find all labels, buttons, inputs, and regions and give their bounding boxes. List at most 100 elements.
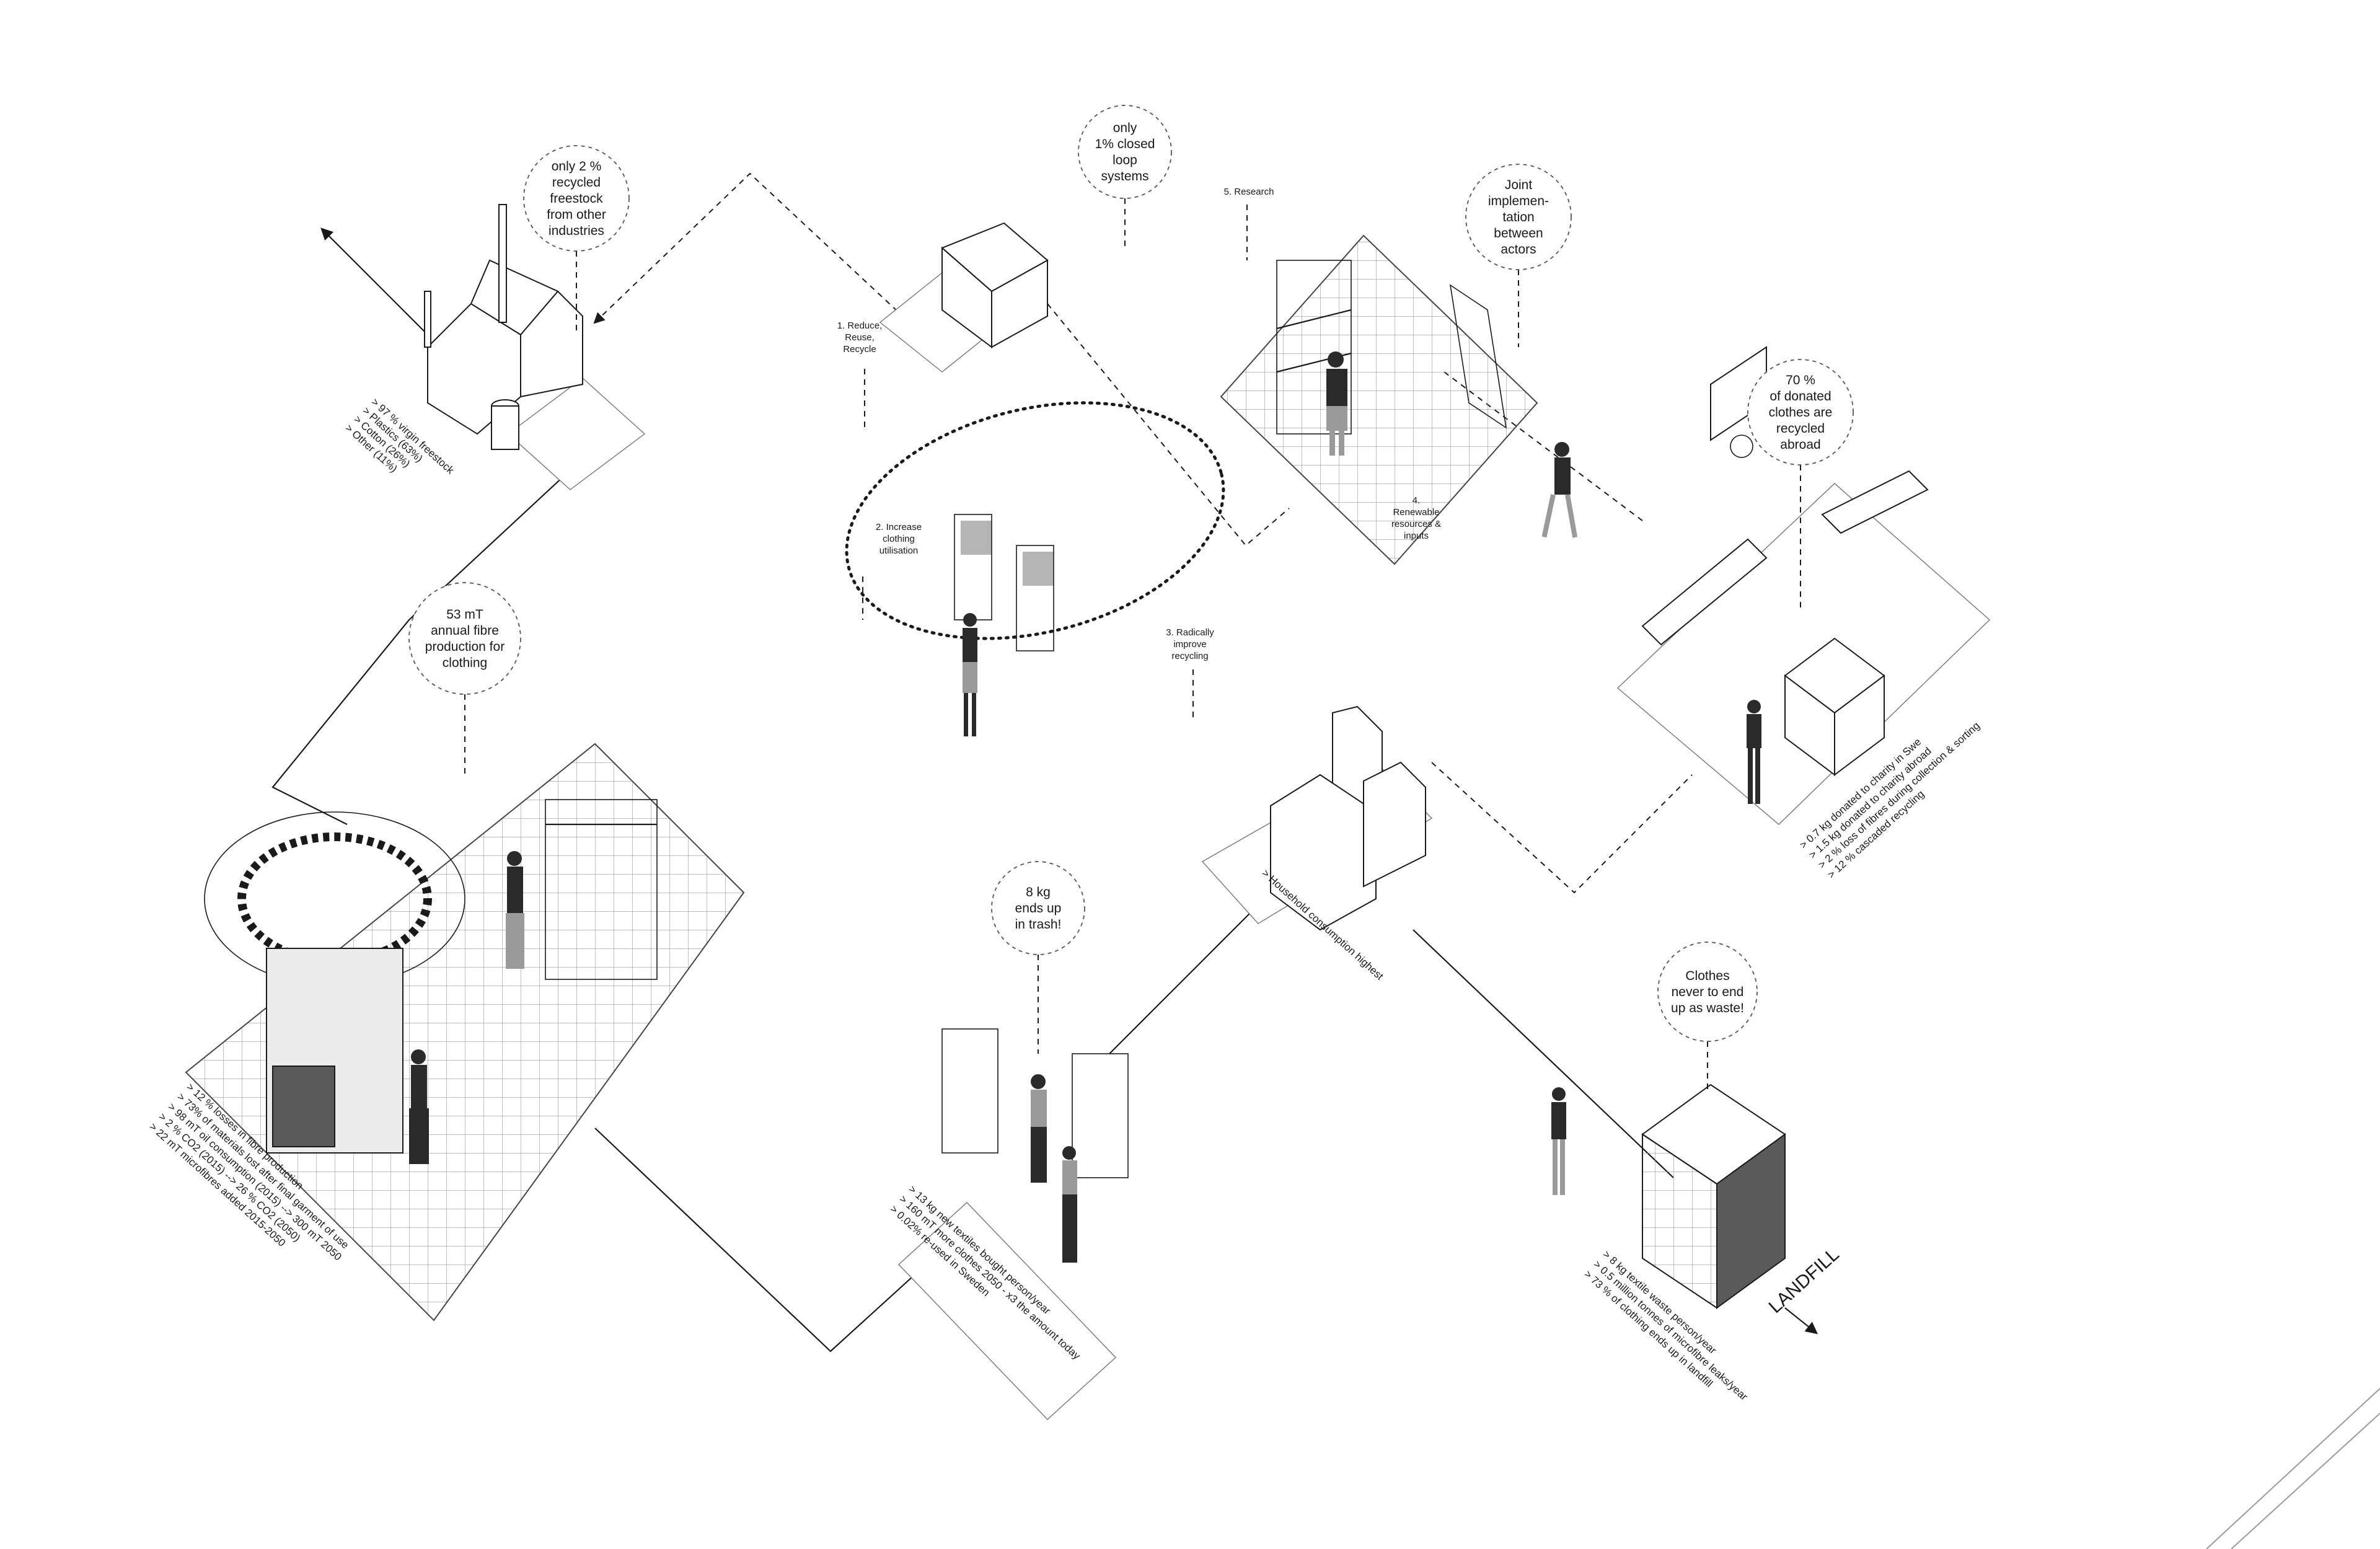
bubble-closed-loop: only 1% closed loop systems: [1078, 105, 1172, 248]
step-text-line: 5. Research: [1224, 187, 1274, 197]
bubble-circle: [991, 861, 1085, 955]
bubble-circle: [1747, 359, 1854, 466]
donation-area: [1641, 346, 1929, 804]
loom-frame: [1276, 260, 1352, 435]
step-reduce: 1. Reduce,Reuse,Recycle: [837, 320, 883, 355]
step-text-line: resources &: [1391, 519, 1441, 529]
bubble-text-line: only 2 %: [552, 159, 602, 174]
bubble-text-line: annual fibre: [431, 624, 499, 638]
bubble-text-line: abroad: [1780, 438, 1820, 452]
circular-economy-loop: [845, 401, 1225, 640]
step-text-line: 1. Reduce,: [837, 320, 883, 331]
bubble-text-line: actors: [1501, 242, 1536, 257]
bubble-text-line: clothes are: [1769, 405, 1833, 420]
step-text-line: clothing: [883, 534, 915, 544]
bubble-text-line: systems: [1101, 169, 1148, 183]
bubble-never-waste: Clothes never to end up as waste!: [1657, 942, 1758, 1091]
factory-chimney: [498, 204, 507, 323]
retail-platform: [897, 1202, 1117, 1420]
bubble-text-line: tation: [1502, 210, 1534, 224]
bubble-recycled-freestock: only 2 %recycled freestock from other indus…: [523, 145, 630, 335]
sorting-table-2: [1821, 470, 1929, 534]
factory-silo-body: [491, 405, 519, 450]
fibre-to-retail-line: [594, 1128, 967, 1353]
retail-area: [941, 1028, 1129, 1263]
landfill-arrow: [1784, 1307, 1818, 1335]
factory-to-fibre-line: [271, 458, 583, 825]
landfill-container: LANDFILL: [1551, 1083, 1843, 1317]
retail-rack-2: [1072, 1053, 1129, 1178]
bubble-text-line: Joint: [1505, 178, 1533, 192]
factory-export-arrow: [320, 227, 428, 335]
bubble-text-line: only: [1113, 121, 1137, 135]
person-weaver: [1326, 351, 1347, 456]
bubble-circle: [1465, 164, 1572, 270]
bubble-circle: [523, 145, 630, 252]
person-landfill: [1551, 1087, 1566, 1195]
landfill-right: [1716, 1133, 1786, 1309]
step-text-line: recycling: [1171, 651, 1208, 661]
fibre-knitting-machine: [204, 799, 658, 1164]
bubble-circle: [1657, 942, 1758, 1042]
bubble-text-line: between: [1494, 226, 1543, 241]
step-text-line: inputs: [1404, 531, 1429, 541]
bubble-text-line: up as waste!: [1671, 1001, 1744, 1015]
bubble-text-line: never to end: [1672, 985, 1744, 999]
donation-platform: [1616, 483, 1991, 825]
step-text-line: 4.: [1413, 495, 1421, 506]
bubble-text-line: clothing: [443, 656, 487, 670]
bubble-text-line: in trash!: [1015, 917, 1062, 932]
bubble-circle: [408, 582, 521, 695]
loop-to-weaving-dashed: [1047, 303, 1290, 547]
bubble-text-line: loop: [1113, 153, 1137, 167]
factory-platform: [507, 377, 646, 490]
step-text-line: Reuse,: [845, 332, 875, 343]
step-research: 5. Research: [1224, 187, 1274, 197]
bubble-text-line: recycled: [1776, 421, 1825, 436]
bubble-text-line: 1% closed: [1095, 137, 1155, 151]
person-fibre-1: [506, 851, 524, 969]
loom-rack: [1449, 284, 1507, 429]
person-fibre-2: [409, 1049, 429, 1164]
bubble-text-line: 8 kg: [1026, 885, 1051, 899]
step-text-line: improve: [1173, 639, 1206, 650]
bubble-text-line: from other: [547, 208, 606, 222]
bubble-text-line: freestock: [550, 192, 603, 206]
bubble-text-line: implemen-: [1488, 194, 1549, 208]
loom-beam-1: [1276, 309, 1352, 330]
truck-wheel: [1730, 435, 1753, 458]
factory-chimney-small: [424, 291, 431, 348]
person-walking: [1541, 442, 1578, 538]
fibre-loom: [545, 799, 658, 980]
step-text-line: utilisation: [879, 545, 919, 556]
recycle-box: [941, 222, 1049, 348]
bubble-text-line: recycled: [552, 175, 601, 190]
recycle-box-right: [991, 259, 1048, 348]
retail-rack-1: [941, 1028, 998, 1154]
factory-building: [424, 204, 583, 450]
fibre-loom-frame: [545, 799, 658, 980]
loop-step-labels: 1. Reduce,Reuse,Recycle 2. Increaseclothi…: [837, 187, 1441, 661]
person-retail-2: [1062, 1146, 1077, 1263]
person-retail-1: [1031, 1074, 1047, 1183]
person-sorter: [1747, 700, 1761, 804]
donation-bin-right: [1834, 674, 1885, 776]
household-buildings: [1270, 705, 1426, 931]
bubble-text-line: ends up: [1015, 901, 1062, 916]
person-loop: [963, 613, 977, 736]
household-to-donation-dashed: [1431, 762, 1693, 894]
sorting-table-1: [1641, 538, 1768, 646]
bubble-text-line: industries: [549, 224, 604, 238]
corner-lines: [2206, 1388, 2380, 1549]
bubble-text-line: Clothes: [1685, 969, 1729, 983]
household-to-landfill-line: [1413, 929, 1674, 1178]
loop-clothes-racks: [954, 514, 1054, 736]
